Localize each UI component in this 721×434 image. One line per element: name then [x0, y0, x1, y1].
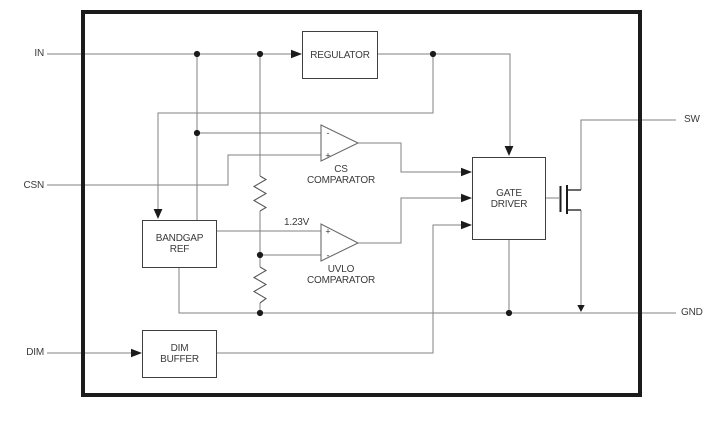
arrow-into-bandgap-icon — [153, 209, 163, 219]
wire-dimbuffer-to-gatedriver — [217, 224, 462, 354]
gate-driver-block: GATE DRIVER — [472, 157, 546, 240]
dim-buffer-block: DIM BUFFER — [142, 330, 217, 378]
wire-csn-to-cs-plus — [47, 154, 321, 186]
uvlo-plus-sign: + — [325, 227, 330, 237]
pin-label-gnd: GND — [681, 307, 703, 318]
uvlo-minus-sign: - — [327, 251, 330, 261]
dim-buffer-label-line2: BUFFER — [160, 354, 199, 365]
gate-driver-label-line2: DRIVER — [490, 198, 528, 210]
junction-dot — [256, 50, 264, 58]
pin-label-csn: CSN — [23, 180, 44, 191]
junction-dot — [256, 309, 264, 317]
chip-boundary — [81, 10, 642, 397]
arrow-cs-into-gatedriver-icon — [461, 167, 472, 177]
comparator-sign-group: - + + - — [325, 128, 330, 261]
junction-dot — [193, 50, 201, 58]
junction-dot — [256, 251, 264, 259]
wire-uvlo-output — [358, 197, 462, 244]
pin-label-dim: DIM — [26, 347, 44, 358]
wire-regulator-branch-to-bandgap — [157, 54, 434, 209]
junction-dot — [429, 50, 437, 58]
arrow-into-dimbuffer-icon — [131, 348, 142, 358]
pin-label-in: IN — [34, 48, 44, 59]
dim-buffer-label-line1: DIM — [170, 343, 189, 354]
arrow-uvlo-into-gatedriver-icon — [461, 193, 472, 203]
wire-drain-to-sw — [580, 119, 676, 190]
cs-plus-sign: + — [325, 151, 330, 161]
uvlo-comparator-caption-line1: UVLO — [327, 264, 355, 275]
uvlo-comparator-caption-line2: COMPARATOR — [306, 275, 375, 286]
gate-driver-label-line1: GATE — [496, 187, 522, 199]
bandgap-voltage-label: 1.23V — [284, 217, 310, 228]
cs-comparator-triangle-icon — [320, 124, 360, 162]
junction-dot-group — [193, 50, 513, 317]
cs-comparator-caption-line1: CS — [334, 164, 348, 175]
wire-cs-output — [358, 142, 462, 173]
resistor-upper-icon — [252, 175, 268, 212]
wire-regulator-out — [377, 53, 511, 147]
junction-dot — [193, 129, 201, 137]
bandgap-ref-block: BANDGAP REF — [142, 220, 217, 268]
arrow-dim-into-gatedriver-icon — [461, 220, 472, 230]
regulator-block: REGULATOR — [302, 31, 378, 79]
cs-comparator-caption: CS COMPARATOR — [296, 164, 386, 186]
uvlo-comparator-caption: UVLO COMPARATOR — [296, 264, 386, 286]
arrowhead-group — [131, 49, 585, 358]
arrow-into-gatedriver-top-icon — [504, 146, 514, 156]
cs-minus-sign: - — [327, 128, 330, 138]
resistor-lower-icon — [252, 266, 268, 304]
regulator-label: REGULATOR — [310, 49, 370, 61]
pin-label-sw: SW — [684, 114, 700, 125]
bandgap-label-line1: BANDGAP — [155, 233, 204, 244]
resistor-group — [252, 175, 268, 304]
cs-comparator-caption-line2: COMPARATOR — [306, 175, 375, 186]
bandgap-label-line2: REF — [169, 244, 190, 255]
arrow-into-regulator-icon — [291, 49, 302, 59]
junction-dot — [505, 309, 513, 317]
uvlo-comparator-triangle-icon — [320, 223, 360, 262]
arrow-source-to-gnd-icon — [577, 305, 585, 312]
comparator-group — [320, 124, 360, 262]
nmos-fet-icon — [559, 185, 581, 214]
